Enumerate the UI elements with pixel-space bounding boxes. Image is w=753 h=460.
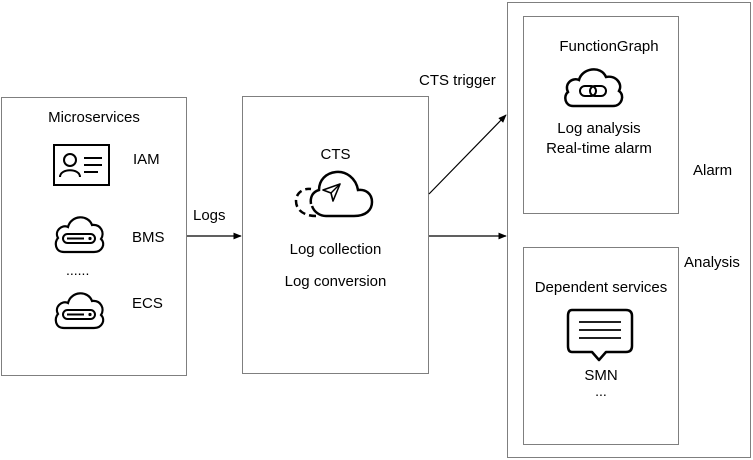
cts-line-2: Log conversion xyxy=(284,273,387,290)
microservices-box xyxy=(1,97,187,376)
microservice-label-ecs: ECS xyxy=(132,295,163,312)
cloud-link-icon xyxy=(564,68,624,108)
functiongraph-line-1: Log analysis xyxy=(557,120,641,137)
microservices-title: Microservices xyxy=(48,109,140,126)
dependent-item-smn: SMN xyxy=(584,367,618,384)
right-outer-box xyxy=(507,2,751,458)
functiongraph-box xyxy=(523,16,679,214)
cloud-server-icon xyxy=(54,292,105,330)
functiongraph-title: FunctionGraph xyxy=(559,38,659,55)
cts-box xyxy=(242,96,429,374)
logs-label: Logs xyxy=(193,207,226,224)
functiongraph-line-2: Real-time alarm xyxy=(546,140,652,157)
microservice-label-bms: BMS xyxy=(132,229,165,246)
dependent-services-box xyxy=(523,247,679,445)
dependent-ellipsis: ... xyxy=(595,383,607,399)
cloud-send-icon xyxy=(294,170,374,218)
analysis-label: Analysis xyxy=(684,254,740,271)
alarm-label: Alarm xyxy=(693,162,733,179)
microservice-label-iam: IAM xyxy=(133,151,160,168)
cts-line-1: Log collection xyxy=(289,241,382,258)
id-card-icon xyxy=(53,144,110,186)
cts-title: CTS xyxy=(320,146,351,163)
dependent-services-title: Dependent services xyxy=(534,279,668,296)
cts-trigger-arrow xyxy=(428,114,507,195)
microservices-ellipsis: ...... xyxy=(66,262,90,278)
cts-trigger-label: CTS trigger xyxy=(419,72,496,89)
cloud-server-icon xyxy=(54,216,105,254)
message-icon xyxy=(566,308,634,362)
